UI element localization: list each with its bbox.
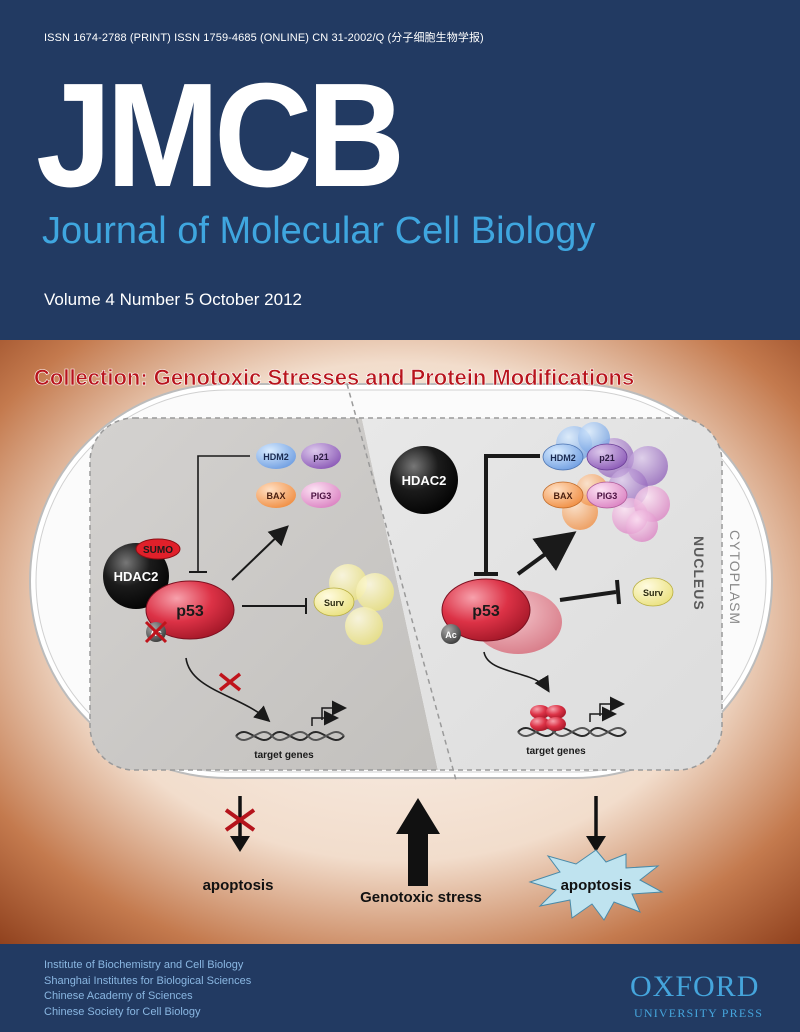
left-p21-label: p21 [313,452,329,462]
cluster-pink-3 [626,510,658,542]
left-hdac2-node [103,543,169,609]
left-target-genes-label: target genes [254,750,314,761]
left-transcription-path [185,657,271,723]
right-bax-label: BAX [553,491,572,501]
left-surv-label: Surv [324,598,344,608]
institution-line: Chinese Society for Cell Biology [44,1005,201,1018]
right-inhibition-path [484,454,540,572]
right-p21-node [586,443,628,471]
right-surv-node [632,577,674,607]
right-hdac2-label: HDAC2 [402,473,447,488]
sumo-tag [135,538,181,560]
cytoplasm-label: CYTOPLASM [727,530,743,625]
right-bax-node [542,481,584,509]
surv-cluster-3 [345,607,383,645]
sumo-label: SUMO [143,545,173,556]
issn-line: ISSN 1674-2788 (PRINT) ISSN 1759-4685 (O… [44,32,484,44]
left-panel: HDM2 p21 BAX PIG3 HDAC2 SUMO p53 Ac [103,443,394,761]
right-p21-label: p21 [599,453,615,463]
left-p21-node [301,443,341,469]
tetramer-3 [530,717,550,731]
outcomes: apoptosis Genotoxic stress apoptosis [203,796,664,921]
left-p53-node [145,580,235,640]
right-p53-node [441,578,531,642]
right-target-genes-label: target genes [526,746,586,757]
cell-diagram: Collection: Genotoxic Stresses and Prote… [0,340,800,944]
left-tss-arrow-2 [311,710,339,726]
right-hdm2-node [542,443,584,471]
institution-line: Chinese Academy of Sciences [44,990,193,1002]
left-bax-node [256,482,296,508]
right-apoptosis-arrow-head [586,836,606,852]
left-pig3-label: PIG3 [311,491,332,501]
cover-illustration: Collection: Genotoxic Stresses and Prote… [0,340,800,944]
right-hdm2-label: HDM2 [550,453,576,463]
left-tss-arrow-1 [321,700,347,720]
publisher-subtitle: UNIVERSITY PRESS [634,1006,764,1020]
right-tss-arrow-2 [589,706,617,722]
cover-header: ISSN 1674-2788 (PRINT) ISSN 1759-4685 (O… [0,0,800,340]
genotoxic-stress-arrow [396,798,440,886]
collection-title: Collection: Genotoxic Stresses and Prote… [34,365,634,390]
left-dna-strand-2 [235,730,345,742]
institution-line: Institute of Biochemistry and Cell Biolo… [44,959,244,971]
left-apoptosis-cross [224,808,256,832]
left-bax-label: BAX [266,491,285,501]
left-transcription-cross [218,672,242,692]
right-p53-label: p53 [472,603,500,620]
nucleus-left-half [90,418,440,770]
right-dna-strand-2 [517,726,627,738]
left-inhibition-path [197,455,250,572]
genotoxic-stress-label: Genotoxic stress [360,889,482,906]
right-ac-node [441,624,461,644]
left-activation-arrow [231,525,289,581]
right-transcription-path [483,651,550,693]
right-surv-label: Surv [643,588,663,598]
right-pig3-node [586,481,628,509]
left-pig3-node [301,482,341,508]
publisher-logo: OXFORD [630,970,760,1003]
journal-title: Journal of Molecular Cell Biology [42,210,596,252]
tetramer-1 [530,705,550,719]
right-ac-label: Ac [445,630,457,640]
right-surv-inhibition-bar [615,579,621,605]
tetramer-4 [546,717,566,731]
surv-cluster-2 [356,573,394,611]
issue-line: Volume 4 Number 5 October 2012 [44,290,302,309]
left-ac-cross [144,620,168,644]
nucleus-label: NUCLEUS [691,536,707,611]
cover-footer: Institute of Biochemistry and Cell Biolo… [0,944,800,1032]
apoptosis-starburst [528,849,664,921]
right-tss-arrow-1 [599,696,625,716]
left-apoptosis-arrow-head [230,836,250,852]
tetramer-2 [546,705,566,719]
left-hdm2-node [256,443,296,469]
right-pig3-label: PIG3 [597,491,618,501]
right-panel: HDAC2 HDM2 p21 BAX [390,422,674,757]
institution-list: Institute of Biochemistry and Cell Biolo… [44,958,251,1020]
right-activation-arrow [516,531,577,576]
left-surv-node [313,587,355,617]
left-p53-label: p53 [176,603,204,620]
left-hdac2-label: HDAC2 [114,569,159,584]
left-hdm2-label: HDM2 [263,452,289,462]
nuclear-envelope [89,417,723,771]
institution-line: Shanghai Institutes for Biological Scien… [44,974,252,987]
divider-line [346,383,457,781]
right-surv-inhibition-line [559,590,617,602]
journal-logo: JMCB [36,53,405,218]
right-apoptosis-label: apoptosis [561,877,632,894]
left-apoptosis-label: apoptosis [203,877,274,894]
right-hdac2-node [390,446,458,514]
